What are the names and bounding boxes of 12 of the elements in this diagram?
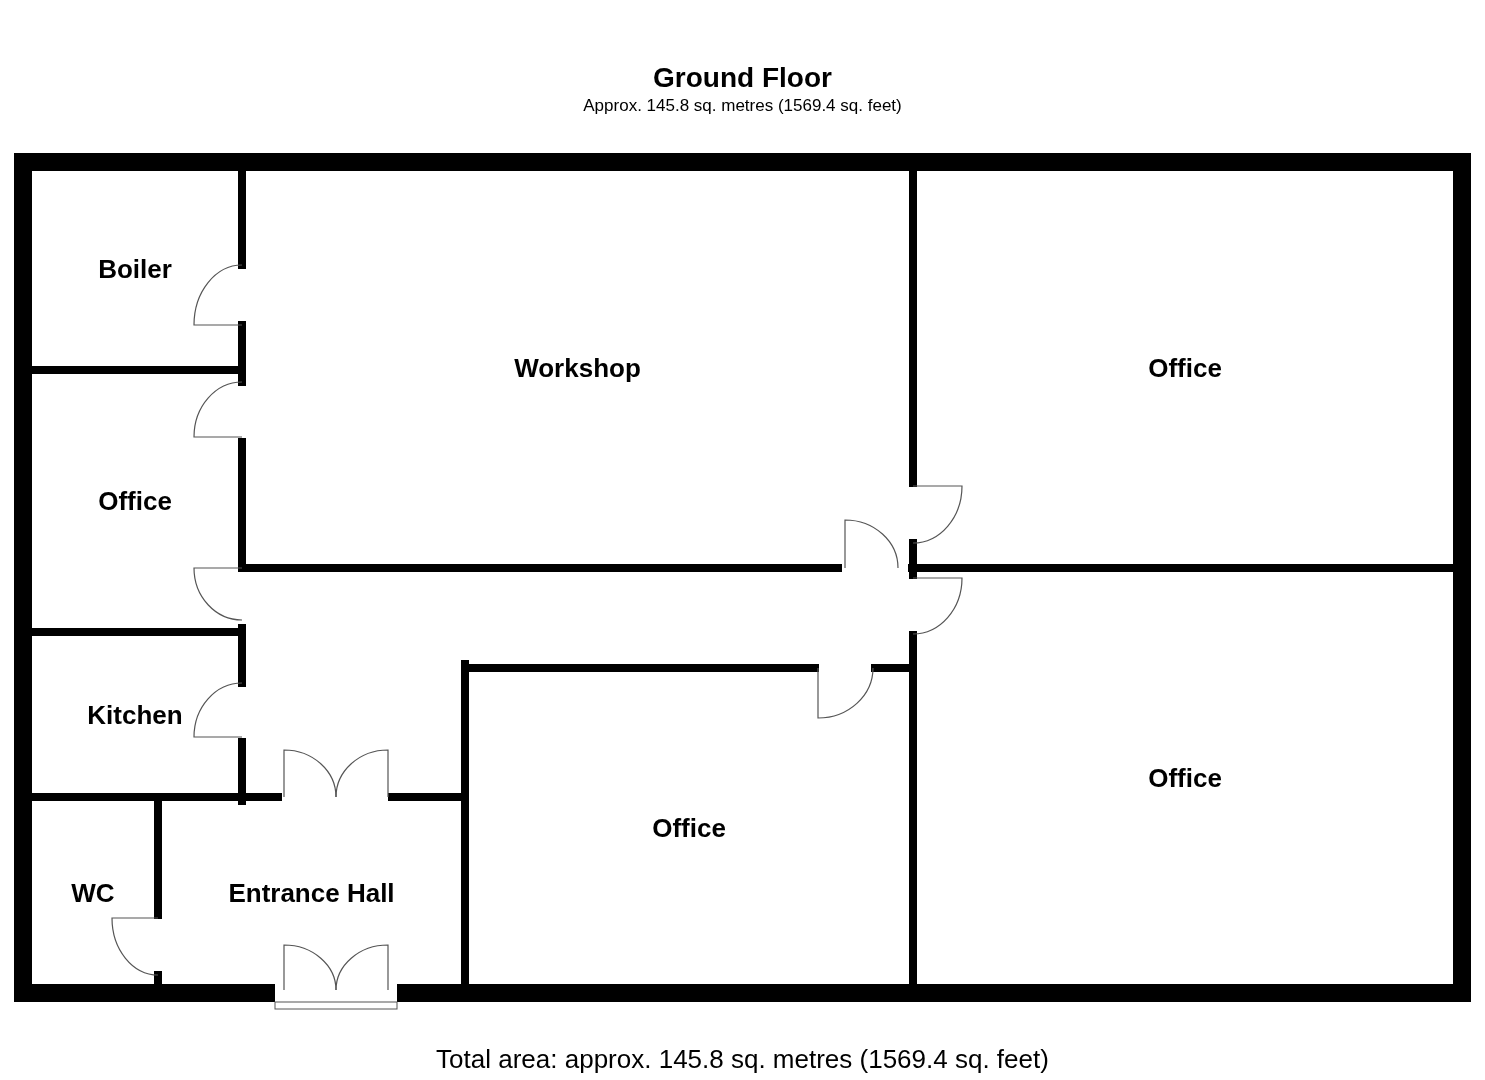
room-label: Kitchen (87, 700, 183, 729)
room-label: Office (98, 487, 172, 515)
room-label: Office (1148, 353, 1222, 382)
plan-title: Ground Floor (653, 61, 832, 95)
room-label: WC (71, 878, 115, 907)
room-label: Boiler (98, 254, 172, 283)
area-note: Approx. 145.8 sq. metres (1569.4 sq. feet) (583, 95, 902, 117)
room-label: Office (1148, 764, 1222, 792)
total-area-caption: Total area: approx. 145.8 sq. metres (1569.4 sq. feet) (436, 1043, 1049, 1076)
room-label: Entrance Hall (228, 878, 395, 907)
room-label: Office (652, 814, 726, 842)
room-label: Workshop (514, 353, 641, 382)
